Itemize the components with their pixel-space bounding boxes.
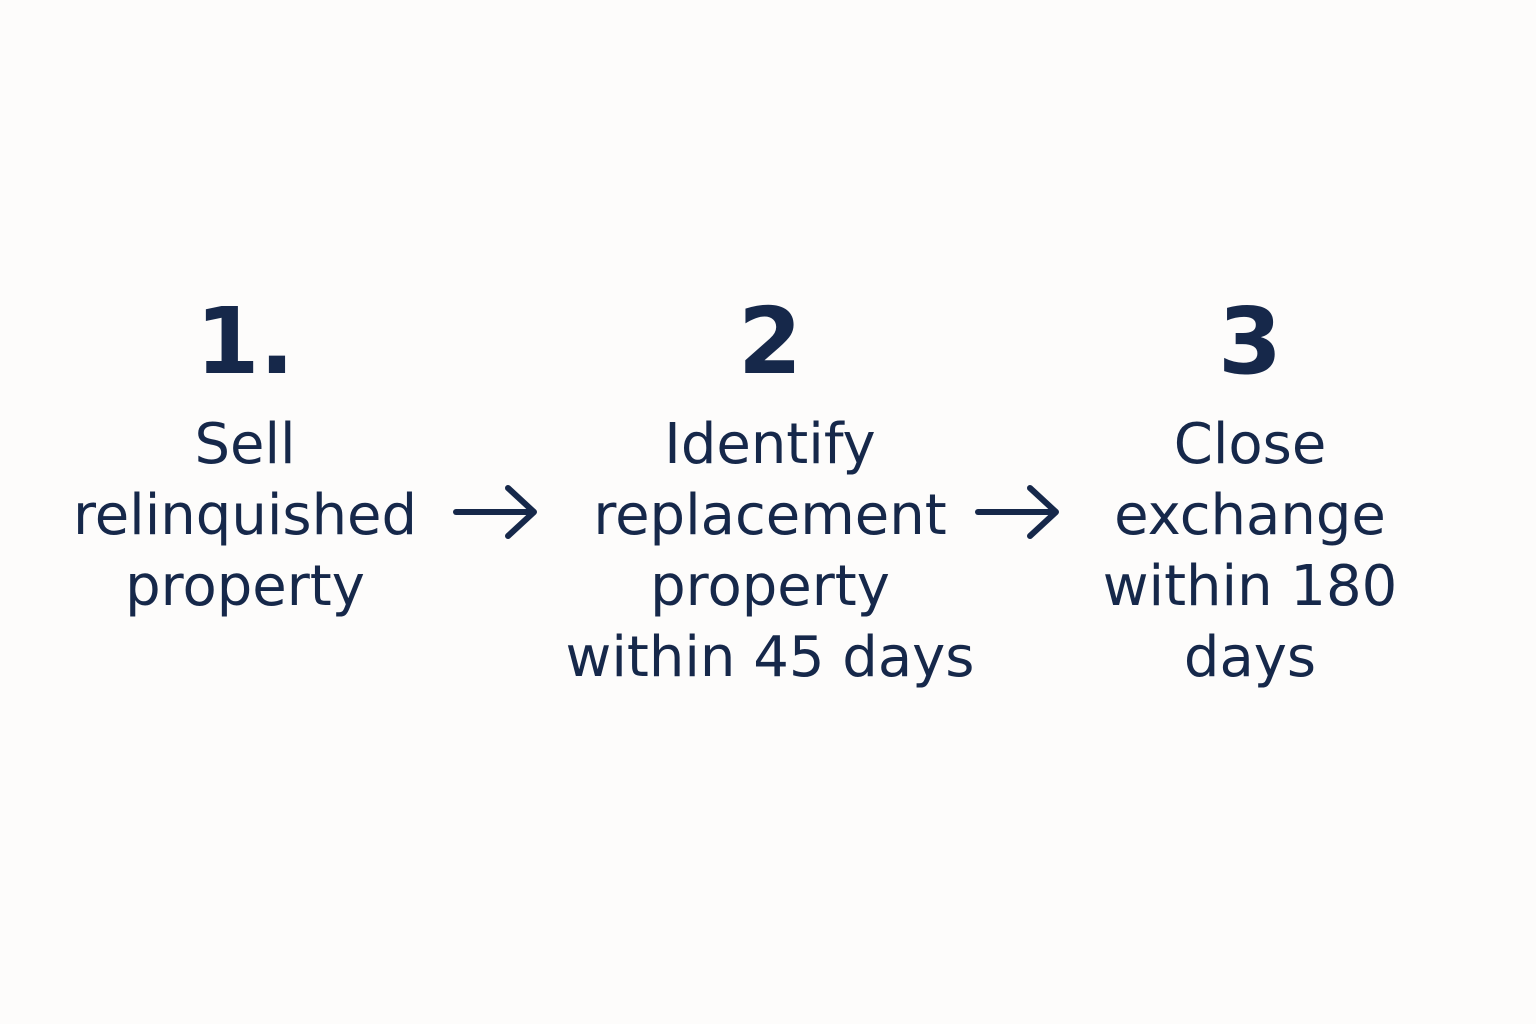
step-description-line: Identify (664, 412, 876, 477)
step-number: 1. (195, 288, 295, 395)
step-description-line: property (650, 554, 890, 619)
step-description-line: Close (1173, 412, 1327, 477)
step-description-line: replacement (593, 483, 947, 548)
step-description-line: exchange (1114, 483, 1386, 548)
step-number: 3 (1217, 288, 1282, 395)
step-description: Sell relinquished property (60, 409, 430, 622)
step-sell: 1. Sell relinquished property (60, 0, 430, 1024)
step-description-line: within 45 days (565, 625, 975, 690)
step-description: Identify replacement property within 45 … (560, 409, 980, 693)
arrow-right-icon (452, 482, 542, 542)
step-description-line: property (125, 554, 365, 619)
step-description-line: days (1183, 625, 1317, 690)
step-identify: 2 Identify replacement property within 4… (560, 0, 980, 1024)
step-description-line: relinquished (72, 483, 418, 548)
step-description-line: within 180 (1102, 554, 1398, 619)
step-description: Close exchange within 180 days (1080, 409, 1420, 693)
step-close: 3 Close exchange within 180 days (1080, 0, 1420, 1024)
step-description-line: Sell (194, 412, 296, 477)
arrow-right-icon (974, 482, 1064, 542)
step-number: 2 (737, 288, 802, 395)
